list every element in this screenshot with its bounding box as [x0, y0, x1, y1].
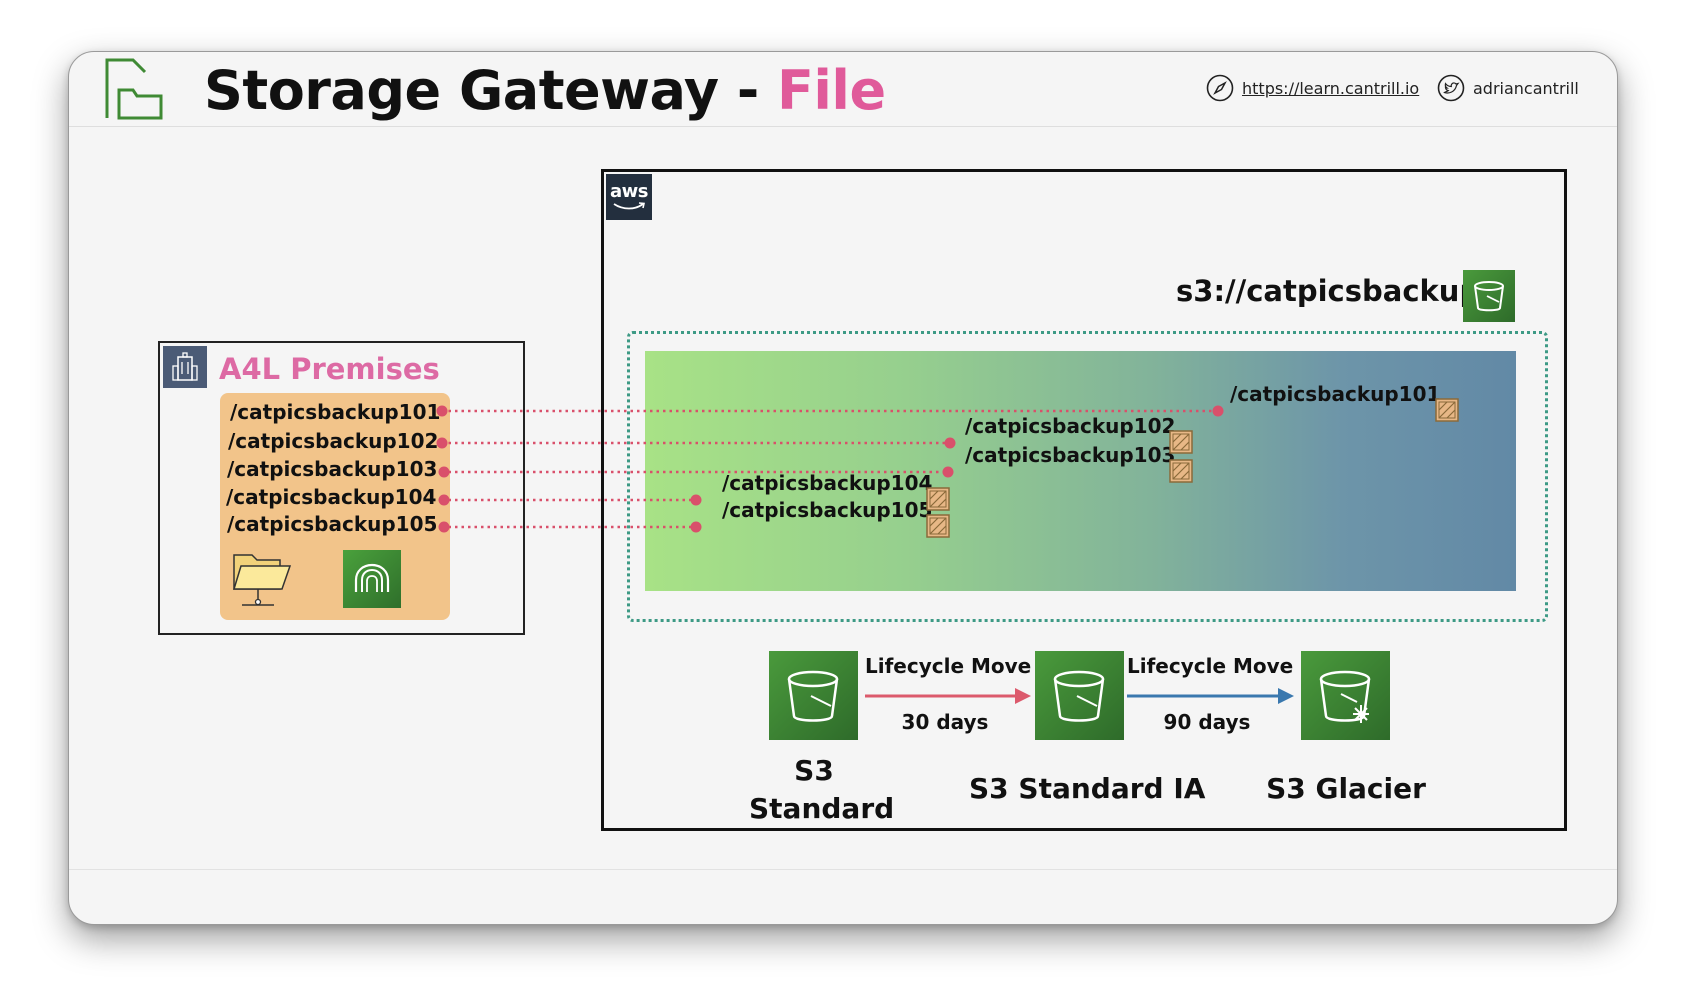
folder-logo-icon [105, 58, 163, 120]
object-label: /catpicsbackup101 [1230, 382, 1441, 406]
share-item: /catpicsbackup101 [230, 400, 441, 424]
footer-divider [69, 869, 1617, 870]
share-item: /catpicsbackup105 [227, 512, 438, 536]
aws-cloud-container: aws [601, 169, 1567, 831]
s3-object-icon [1435, 398, 1459, 422]
tier-label-line: S3 [794, 754, 834, 787]
s3-standard-ia-icon [1035, 651, 1124, 740]
bucket-name: s3://catpicsbackups [1176, 274, 1498, 308]
share-item: /catpicsbackup102 [228, 429, 439, 453]
twitter-icon [1437, 74, 1465, 102]
file-shares-panel: /catpicsbackup101 /catpicsbackup102 /cat… [220, 393, 450, 620]
object-label: /catpicsbackup105 [722, 498, 933, 522]
object-label: /catpicsbackup103 [965, 443, 1176, 467]
bucket-contents [645, 351, 1516, 591]
title-main: Storage Gateway - [204, 59, 778, 122]
compass-icon [1206, 74, 1234, 102]
s3-object-icon [926, 514, 950, 538]
aws-badge-text: aws [610, 181, 649, 202]
course-url[interactable]: https://learn.cantrill.io [1242, 78, 1420, 98]
title-accent: File [777, 59, 886, 122]
course-link[interactable]: https://learn.cantrill.io [1206, 74, 1419, 102]
tier-label-s3-standard-ia: S3 Standard IA [969, 772, 1206, 805]
header-divider [69, 126, 1617, 127]
storage-gateway-icon [343, 550, 401, 608]
transition-label: Lifecycle Move [865, 654, 1032, 678]
object-label: /catpicsbackup102 [965, 414, 1176, 438]
transition-days: 30 days [901, 710, 989, 734]
tier-label-s3-standard: S3 Standard [749, 752, 895, 828]
s3-bucket-icon [1463, 270, 1515, 322]
object-label: /catpicsbackup104 [722, 471, 933, 495]
share-item: /catpicsbackup104 [226, 485, 437, 509]
share-item: /catpicsbackup103 [227, 457, 438, 481]
page-title: Storage Gateway - File [204, 58, 886, 124]
tier-label-line: Standard [749, 792, 895, 825]
aws-logo-icon: aws [606, 174, 652, 220]
file-share-folder-icon [232, 554, 292, 606]
twitter-handle[interactable]: adriancantrill [1437, 74, 1579, 102]
twitter-handle-text: adriancantrill [1473, 78, 1579, 98]
s3-standard-icon [769, 651, 858, 740]
slide: Storage Gateway - File https://learn.can… [68, 51, 1618, 925]
premises-container: A4L Premises /catpicsbackup101 /catpicsb… [158, 341, 525, 635]
s3-object-icon [1169, 430, 1193, 454]
tier-label-s3-glacier: S3 Glacier [1266, 772, 1426, 805]
share-connectors [436, 405, 1294, 704]
transition-label: Lifecycle Move [1127, 654, 1294, 678]
premises-label: A4L Premises [219, 352, 440, 386]
bucket-region [627, 331, 1548, 622]
s3-object-icon [926, 487, 950, 511]
s3-glacier-icon [1301, 651, 1390, 740]
transition-days: 90 days [1163, 710, 1251, 734]
building-icon [163, 346, 207, 388]
s3-object-icon [1169, 459, 1193, 483]
